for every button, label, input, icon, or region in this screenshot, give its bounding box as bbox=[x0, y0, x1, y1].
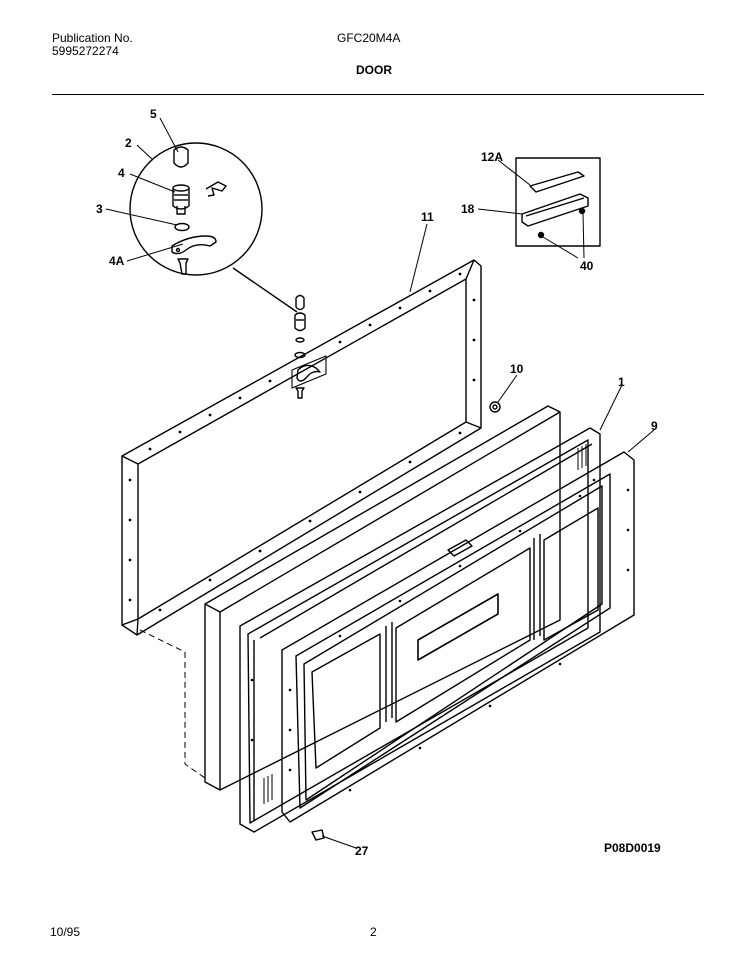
hinge-bracket-part-4a bbox=[171, 235, 217, 255]
callout-27: 27 bbox=[355, 844, 369, 858]
insulation-panel bbox=[204, 405, 561, 791]
bushing-part-4 bbox=[172, 184, 190, 215]
skin-mounting-holes bbox=[250, 478, 630, 792]
callout-5: 5 bbox=[150, 107, 157, 121]
callout-1: 1 bbox=[618, 375, 625, 389]
plug-part-10 bbox=[489, 401, 501, 413]
callout-40: 40 bbox=[580, 259, 594, 273]
vent-grille bbox=[263, 444, 587, 804]
callout-18: 18 bbox=[461, 202, 475, 216]
hinge-screw bbox=[177, 258, 189, 275]
footer-page-number: 2 bbox=[370, 925, 377, 939]
hinge-detail-circle bbox=[129, 142, 298, 313]
callout-10: 10 bbox=[510, 362, 524, 376]
callout-3: 3 bbox=[96, 202, 103, 216]
footer-date: 10/95 bbox=[50, 925, 81, 939]
publication-label: Publication No. bbox=[52, 31, 133, 45]
door-skin-part-9 bbox=[281, 451, 635, 823]
leader-lines bbox=[105, 117, 655, 849]
header-divider bbox=[52, 94, 704, 95]
door-liner-part-11 bbox=[121, 259, 482, 636]
callout-9: 9 bbox=[651, 419, 658, 433]
door-frame-part-1 bbox=[239, 427, 601, 833]
washer-part-3 bbox=[174, 222, 190, 232]
callout-4a: 4A bbox=[109, 254, 125, 268]
drawing-code: P08D0019 bbox=[604, 841, 661, 855]
spring-clip bbox=[205, 181, 227, 197]
hinge-assembly bbox=[294, 294, 321, 399]
callout-11: 11 bbox=[421, 210, 434, 224]
model-number: GFC20M4A bbox=[337, 31, 401, 45]
handle-detail-box bbox=[515, 157, 601, 247]
section-title: DOOR bbox=[356, 63, 392, 77]
cap-part-5 bbox=[173, 146, 189, 168]
callout-2: 2 bbox=[125, 136, 132, 150]
liner-mounting-holes bbox=[128, 272, 476, 612]
publication-number: 5995272274 bbox=[52, 44, 119, 58]
callout-4: 4 bbox=[118, 166, 125, 180]
screw-part-27 bbox=[311, 829, 325, 841]
callout-12a: 12A bbox=[481, 150, 503, 164]
